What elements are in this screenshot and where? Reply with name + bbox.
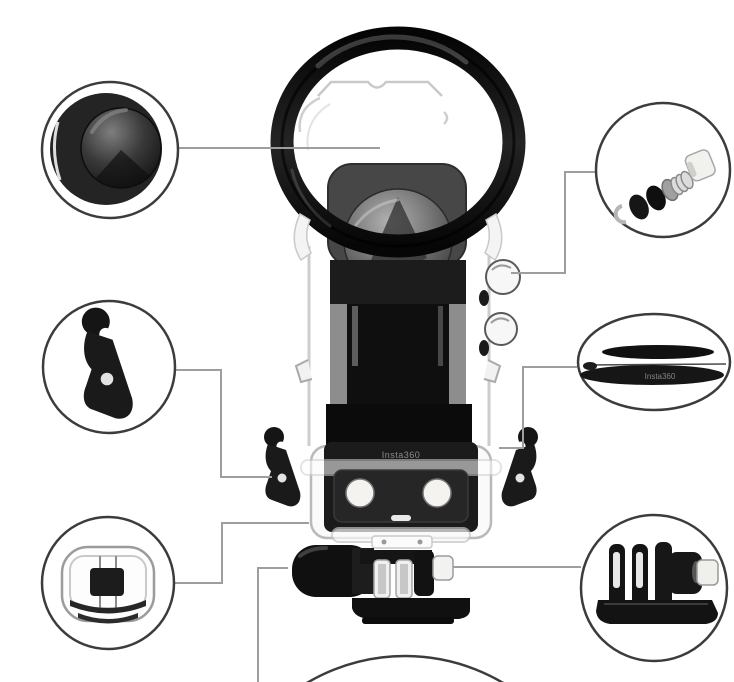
- callout-lens-dome-closeup: [40, 80, 180, 220]
- lens-disc-body: [580, 365, 724, 385]
- leader-line-button-assembly: [511, 171, 596, 274]
- case-bottom-section: Insta360: [264, 427, 538, 543]
- dome-sheen: [354, 198, 400, 227]
- latch-right: [501, 427, 538, 507]
- insert-pins-top: [99, 556, 117, 568]
- magnet-right: [422, 478, 452, 508]
- body-highlight-line-right: [438, 306, 443, 366]
- mount-base-plate: [352, 598, 470, 619]
- camera-side-grey-left: [330, 304, 347, 406]
- clear-plastic-wave-edge: [317, 80, 443, 97]
- callout-button-assembly: [594, 101, 732, 239]
- knob-highlight: [298, 546, 328, 558]
- mount-base-step: [362, 617, 454, 624]
- dome-closeup-shadow: [96, 150, 150, 188]
- ring-highlight-lower: [290, 168, 332, 228]
- mount-assembly: [292, 535, 470, 624]
- button-stem-upper: [479, 290, 489, 306]
- c-clip: [613, 204, 627, 225]
- clear-mount-tongue: [371, 535, 433, 549]
- camera-base-band: [326, 404, 472, 448]
- waterproof-housing: Insta360: [264, 26, 538, 624]
- case-top-dark-arc-2: [78, 613, 138, 624]
- button-cap-shade: [686, 161, 697, 178]
- prong-1-slot: [613, 552, 620, 588]
- prong-1-screw: [378, 564, 386, 594]
- rubber-disc-2: [646, 185, 666, 211]
- callout-latch-hook: [41, 299, 177, 435]
- foam-insert: [90, 568, 124, 596]
- ring-seal: [270, 26, 526, 258]
- prong-2-slot: [636, 552, 643, 588]
- bottom-slot: [391, 515, 411, 521]
- lens-disc-seam: [585, 363, 727, 366]
- leader-lines: [174, 147, 596, 682]
- anchor-tab-left: [294, 359, 313, 384]
- shoulder-left: [293, 212, 312, 262]
- clear-plastic-arc-right: [443, 111, 449, 125]
- anchor-tabs: [294, 359, 502, 384]
- rubber-disc-1: [629, 194, 649, 220]
- button-stem-lower: [479, 340, 489, 356]
- prong-2-screw: [400, 564, 408, 594]
- leader-line-lens-disc: [499, 366, 577, 449]
- dome-closeup-sheen: [90, 108, 128, 134]
- mount-screw-cap: [432, 555, 454, 581]
- clear-plastic-highlight: [306, 103, 331, 151]
- leader-line-bottom-center: [257, 567, 288, 682]
- lens-disc-edge-dot: [583, 362, 597, 370]
- tongue-screw-right: [417, 539, 423, 545]
- dome-button-2-sheen: [490, 317, 510, 324]
- insert-pins-bottom: [99, 596, 117, 608]
- tongue-screw-left: [381, 539, 387, 545]
- leader-line-latch-hook: [175, 369, 272, 478]
- camera-screen-section: [330, 304, 466, 406]
- ring-interior-clear-plastic: [298, 80, 449, 151]
- adapter-base: [596, 600, 718, 624]
- thumb-screw-head: [696, 559, 719, 586]
- lens-disc-top: [602, 345, 714, 359]
- callout-circle: [579, 513, 729, 663]
- dome-button-1-sheen: [491, 264, 512, 271]
- clear-plastic-arc-left: [298, 96, 321, 133]
- shoulder-right: [484, 212, 503, 262]
- case-watermark: Insta360: [382, 450, 421, 460]
- leader-line-case-top-view: [174, 522, 309, 584]
- anchor-tab-right: [483, 359, 502, 384]
- callout-partial-bottom-center: [306, 654, 504, 682]
- body-highlight-line-left: [352, 306, 358, 366]
- camera-top-section: [330, 260, 466, 306]
- camera-body: [326, 260, 472, 448]
- mount-prong-3: [655, 542, 672, 612]
- case-top-dark-arc-1: [70, 600, 146, 614]
- callout-ellipse: [576, 312, 732, 412]
- callout-tripod-mount-adapter: [579, 513, 729, 663]
- disc-watermark: Insta360: [645, 372, 676, 381]
- side-buttons: [479, 259, 521, 356]
- magnet-left: [345, 478, 375, 508]
- ring-highlight: [315, 34, 469, 69]
- mount-cylinder: [414, 550, 434, 596]
- clear-edge-sliver: [53, 121, 62, 181]
- mount-head-block: [668, 552, 702, 594]
- ring-seal-outer-edge: [280, 36, 516, 248]
- latch-left: [264, 427, 301, 507]
- callout-case-top-view: [40, 515, 176, 651]
- camera-side-grey-right: [449, 304, 466, 406]
- latch-pin: [277, 473, 287, 483]
- callout-lens-disc-profile: Insta360: [576, 312, 732, 412]
- spring: [670, 170, 694, 196]
- button-cap: [684, 149, 716, 182]
